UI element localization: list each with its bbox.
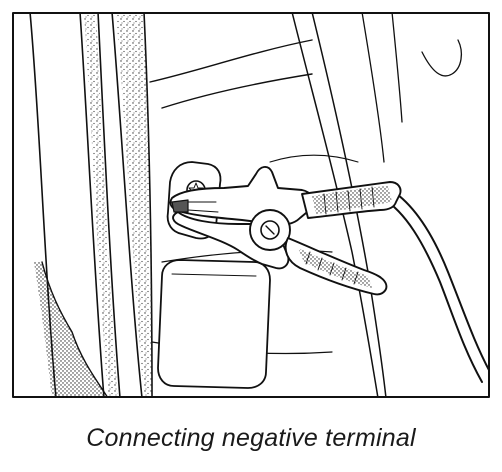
stippled-rubber-strip	[116, 12, 152, 398]
figure-caption: Connecting negative terminal	[86, 424, 416, 452]
stippled-seal-strip	[84, 12, 118, 398]
lower-trim-box	[157, 259, 271, 389]
stippled-lower-trim	[34, 262, 108, 398]
clamp-cable	[381, 187, 490, 383]
illustration-frame	[12, 12, 490, 398]
frame-border	[12, 12, 490, 398]
line-art-illustration	[12, 12, 490, 398]
lower-grip-texture	[298, 248, 372, 288]
upper-grip-texture	[312, 186, 392, 214]
